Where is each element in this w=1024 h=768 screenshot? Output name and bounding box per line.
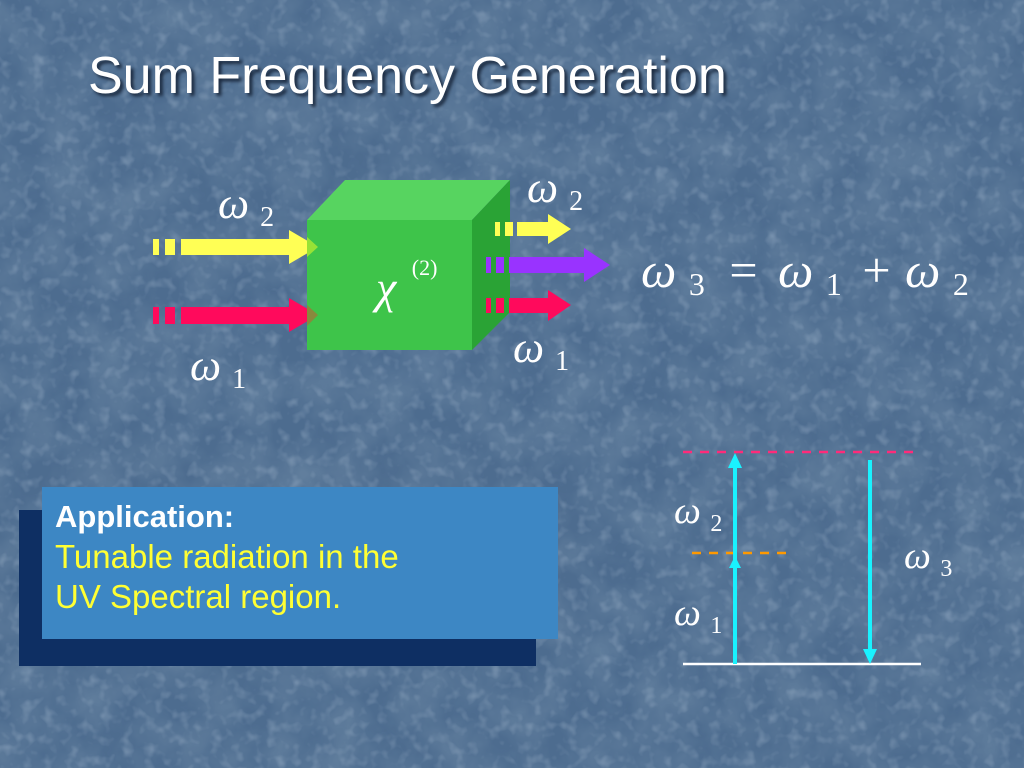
chi-symbol: χ xyxy=(372,262,398,313)
output-beam-omega3 xyxy=(486,248,610,282)
input-omega1-symbol: ω xyxy=(190,341,221,390)
eq-equals: = xyxy=(729,242,757,298)
level-omega3-subscript: 3 xyxy=(940,556,952,582)
level-omega2-symbol: ω xyxy=(674,490,701,532)
emission-arrow xyxy=(863,460,877,664)
level-omega1-label: ω 1 xyxy=(674,592,722,639)
level-omega1-subscript: 1 xyxy=(710,613,722,639)
output-omega1-symbol: ω xyxy=(513,323,544,372)
level-omega1-symbol: ω xyxy=(674,592,701,634)
sfg-equation: ω 3 = ω 1 + ω 2 xyxy=(641,242,969,306)
input-omega2-symbol: ω xyxy=(218,179,249,228)
level-omega3-symbol: ω xyxy=(904,535,931,577)
eq-omega1: ω xyxy=(778,242,813,298)
application-line-2: UV Spectral region. xyxy=(55,578,342,615)
output-omega1-subscript: 1 xyxy=(555,346,569,377)
eq-plus: + xyxy=(862,242,890,298)
eq-omega2: ω xyxy=(905,242,940,298)
level-omega2-subscript: 2 xyxy=(710,511,722,537)
chi2-label: χ (2) xyxy=(372,255,437,313)
level-omega3-label: ω 3 xyxy=(904,535,952,582)
output-omega1-label: ω 1 xyxy=(513,323,569,377)
slide-title: Sum Frequency Generation xyxy=(88,47,727,105)
input-omega1-label: ω 1 xyxy=(190,341,246,395)
eq-omega1-sub: 1 xyxy=(826,266,842,302)
level-omega2-label: ω 2 xyxy=(674,490,722,537)
output-beam-omega2 xyxy=(495,214,571,244)
output-omega2-subscript: 2 xyxy=(569,186,583,217)
chi-superscript: (2) xyxy=(412,255,438,280)
application-box: Application: Tunable radiation in the UV… xyxy=(42,487,558,639)
input-omega1-subscript: 1 xyxy=(232,364,246,395)
eq-omega3-sub: 3 xyxy=(689,266,705,302)
eq-omega3: ω xyxy=(641,242,676,298)
input-omega2-label: ω 2 xyxy=(218,179,274,233)
eq-omega2-sub: 2 xyxy=(953,266,969,302)
output-omega2-label: ω 2 xyxy=(527,163,583,217)
input-omega2-subscript: 2 xyxy=(260,202,274,233)
application-line-1: Tunable radiation in the xyxy=(55,538,399,575)
application-heading: Application: xyxy=(55,499,235,534)
output-beam-omega1 xyxy=(486,290,571,321)
output-omega2-symbol: ω xyxy=(527,163,558,212)
absorption-arrow xyxy=(728,453,742,664)
input-beam-omega2 xyxy=(153,230,318,264)
input-beam-omega1 xyxy=(153,298,318,332)
